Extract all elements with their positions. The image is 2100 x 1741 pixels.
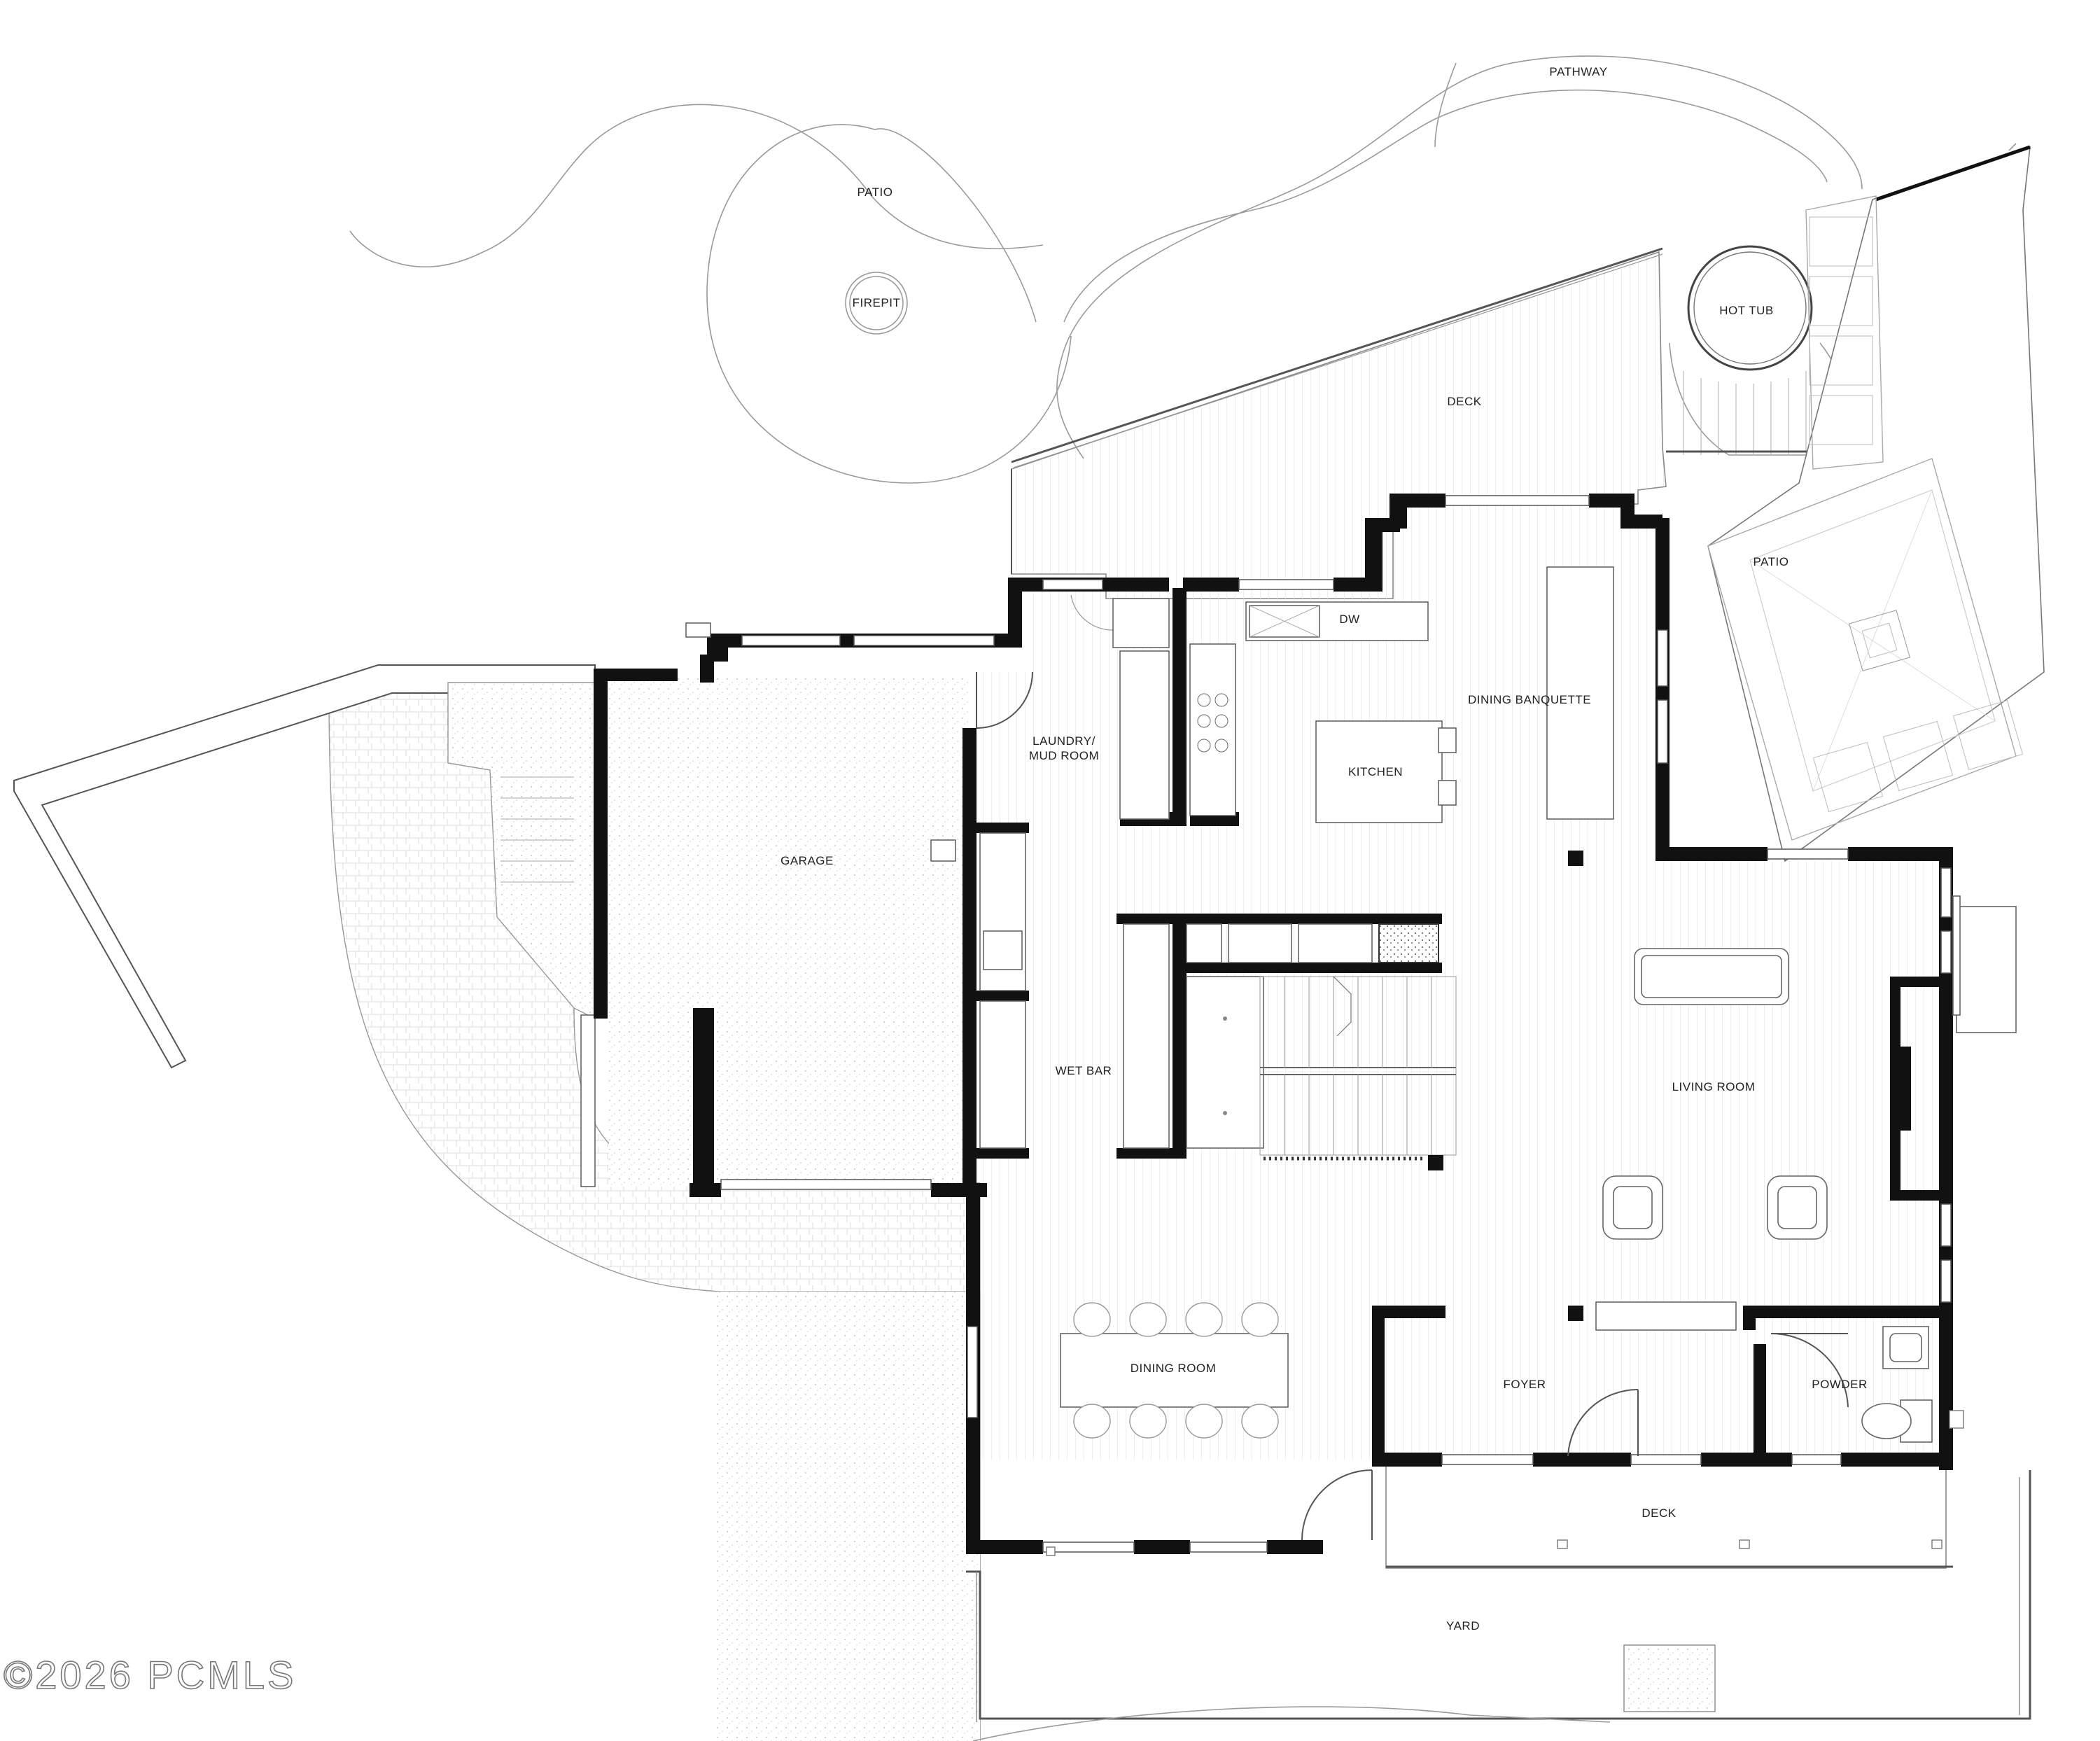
label-dining-room: DINING ROOM	[1130, 1362, 1217, 1375]
label-foyer: FOYER	[1503, 1378, 1546, 1391]
doors	[976, 594, 1849, 1541]
label-mudroom: MUD ROOM	[1029, 749, 1099, 762]
windows	[720, 495, 1952, 1553]
label-hot-tub: HOT TUB	[1719, 304, 1774, 317]
label-firepit: FIREPIT	[853, 296, 901, 309]
walls	[594, 494, 1953, 1554]
label-dw: DW	[1339, 613, 1359, 626]
label-yard: YARD	[1446, 1619, 1480, 1632]
label-living-room: LIVING ROOM	[1672, 1080, 1756, 1093]
fixtures	[685, 566, 2017, 1556]
label-kitchen: KITCHEN	[1348, 765, 1403, 778]
yard-area	[966, 1470, 2031, 1741]
west-walkway	[13, 664, 981, 1741]
label-deck-north: DECK	[1447, 395, 1481, 408]
patio-east-area	[1707, 145, 2045, 862]
label-powder: POWDER	[1812, 1378, 1868, 1391]
label-wet-bar: WET BAR	[1056, 1064, 1112, 1077]
room-labels: PATHWAY PATIO FIREPIT HOT TUB DECK PATIO…	[780, 65, 1868, 1632]
deck-south-area	[1385, 1455, 1953, 1569]
label-patio-north: PATIO	[858, 186, 893, 199]
label-dining-banquette: DINING BANQUETTE	[1468, 693, 1591, 706]
label-garage: GARAGE	[780, 854, 834, 867]
label-pathway: PATHWAY	[1549, 65, 1607, 78]
watermark: ©2026 PCMLS	[4, 1653, 296, 1697]
hot-tub-fixture	[1666, 245, 1854, 456]
label-deck-south: DECK	[1642, 1506, 1676, 1520]
patio-north-circle	[706, 124, 1072, 484]
pathway-outline	[349, 55, 2017, 459]
label-laundry: LAUNDRY/	[1032, 734, 1096, 748]
label-patio-east: PATIO	[1754, 555, 1789, 568]
